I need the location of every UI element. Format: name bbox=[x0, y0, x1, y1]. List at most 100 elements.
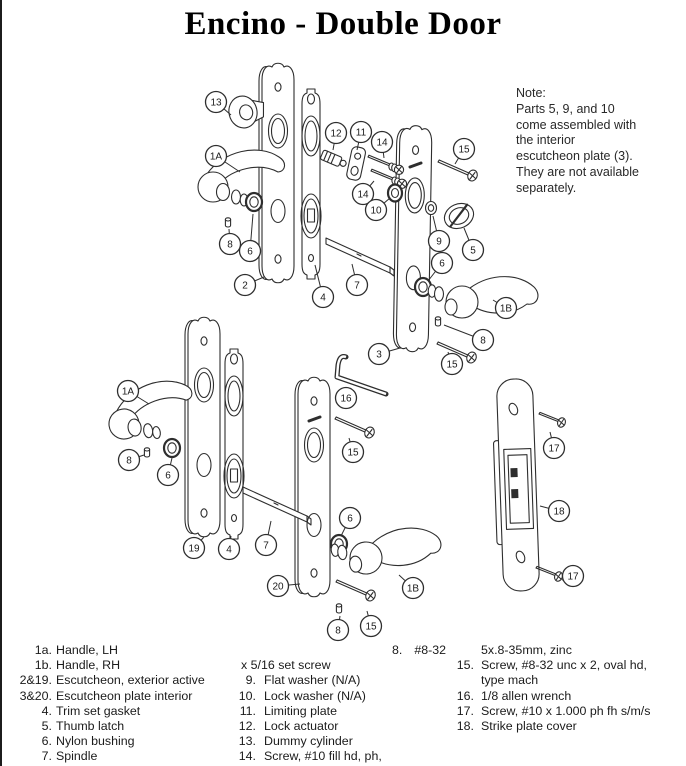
svg-text:1B: 1B bbox=[500, 304, 513, 315]
svg-text:6: 6 bbox=[347, 514, 353, 525]
lock-washer-10 bbox=[386, 183, 404, 203]
callout-6: 6 bbox=[156, 457, 180, 487]
handle-rh-1b-bottom bbox=[329, 524, 444, 578]
note-block: Note: Parts 5, 9, and 10 come assembled … bbox=[516, 86, 666, 197]
flat-washer-9 bbox=[424, 200, 438, 216]
callout-17: 17 bbox=[542, 431, 566, 460]
svg-text:15: 15 bbox=[446, 360, 458, 371]
svg-text:8: 8 bbox=[335, 626, 341, 637]
parts-list-item: 12.Lock actuator bbox=[238, 718, 339, 733]
callout-3: 3 bbox=[367, 342, 401, 366]
callout-7: 7 bbox=[345, 263, 369, 297]
callout-4: 4 bbox=[311, 264, 335, 309]
svg-text:17: 17 bbox=[567, 572, 579, 583]
svg-text:8: 8 bbox=[126, 456, 132, 467]
callout-6: 6 bbox=[238, 213, 262, 263]
callout-17: 17 bbox=[561, 564, 585, 588]
callout-1B: 1B bbox=[398, 574, 425, 600]
spindle-7-top bbox=[325, 237, 395, 277]
note-line: They are not available bbox=[516, 164, 639, 179]
callout-15: 15 bbox=[440, 351, 464, 376]
callout-8: 8 bbox=[218, 228, 242, 256]
svg-text:15: 15 bbox=[365, 622, 377, 633]
svg-text:7: 7 bbox=[354, 281, 360, 292]
svg-text:14: 14 bbox=[357, 190, 369, 201]
callout-5: 5 bbox=[461, 227, 485, 262]
nylon-bushing-6-top-left bbox=[244, 191, 264, 213]
svg-text:1A: 1A bbox=[210, 152, 223, 163]
callout-6: 6 bbox=[338, 506, 362, 537]
callout-19: 19 bbox=[182, 536, 206, 560]
callout-12: 12 bbox=[324, 121, 348, 151]
callout-15: 15 bbox=[452, 137, 476, 165]
callout-8: 8 bbox=[117, 448, 145, 472]
note-line: separately. bbox=[516, 180, 577, 195]
note-line: escutcheon plate (3). bbox=[516, 149, 633, 164]
set-screw-8-bottom-left bbox=[143, 447, 151, 458]
parts-list-item: 14.Screw, #10 fill hd, ph, bbox=[238, 749, 382, 764]
parts-list-item: 18.Strike plate cover bbox=[456, 718, 577, 733]
screw-15-bottom-b bbox=[335, 579, 378, 604]
svg-text:14: 14 bbox=[376, 138, 388, 149]
svg-text:4: 4 bbox=[226, 545, 232, 556]
svg-text:5: 5 bbox=[470, 246, 476, 257]
parts-list-item: 1a.Handle, LH bbox=[34, 643, 118, 657]
note-line: come assembled with bbox=[516, 117, 637, 132]
note-line: Parts 5, 9, and 10 bbox=[516, 101, 615, 116]
dummy-cylinder-13 bbox=[228, 95, 265, 129]
svg-text:18: 18 bbox=[553, 507, 565, 518]
parts-list-item: 5x.8-35mm, zinc bbox=[481, 643, 572, 657]
parts-list-col3: 8.#8-32 bbox=[392, 643, 447, 657]
callout-2: 2 bbox=[233, 273, 265, 297]
svg-text:12: 12 bbox=[330, 129, 342, 140]
callout-14: 14 bbox=[351, 180, 375, 206]
lock-actuator-12 bbox=[320, 149, 347, 167]
svg-text:10: 10 bbox=[370, 206, 382, 217]
callout-18: 18 bbox=[539, 499, 571, 523]
svg-text:20: 20 bbox=[272, 582, 284, 593]
svg-text:6: 6 bbox=[165, 471, 171, 482]
parts-list-item: 17.Screw, #10 x 1.000 ph fh s/m/s bbox=[456, 703, 651, 718]
svg-text:6: 6 bbox=[439, 259, 445, 270]
interior-escutcheon-plate-20 bbox=[294, 376, 331, 598]
trim-set-gasket-4-top bbox=[300, 88, 322, 280]
callout-7: 7 bbox=[254, 520, 278, 557]
svg-text:9: 9 bbox=[436, 237, 442, 248]
page-edge-line bbox=[0, 0, 2, 766]
exterior-escutcheon-plate-2 bbox=[258, 62, 295, 284]
svg-text:7: 7 bbox=[263, 541, 269, 552]
parts-list-col2: x 5/16 set screw 9.Flat washer (N/A) 10.… bbox=[222, 643, 382, 765]
svg-text:4: 4 bbox=[320, 293, 326, 304]
callout-13: 13 bbox=[204, 90, 232, 116]
svg-text:16: 16 bbox=[340, 394, 352, 405]
callout-6: 6 bbox=[427, 251, 454, 282]
callout-9: 9 bbox=[427, 215, 451, 253]
svg-text:2: 2 bbox=[242, 281, 248, 292]
handle-rh-1b-top bbox=[427, 276, 539, 319]
svg-text:8: 8 bbox=[480, 336, 486, 347]
svg-text:11: 11 bbox=[356, 128, 367, 139]
svg-text:1B: 1B bbox=[407, 584, 420, 595]
callout-14: 14 bbox=[370, 130, 394, 159]
note-line: the interior bbox=[516, 133, 576, 148]
callout-4: 4 bbox=[217, 535, 241, 561]
set-screw-8-bottom-right bbox=[335, 603, 343, 614]
parts-list-item: 16.1/8 allen wrench bbox=[456, 688, 572, 703]
callout-11: 11 bbox=[349, 120, 373, 151]
parts-list-item: 1b.Handle, RH bbox=[34, 658, 121, 673]
limiting-plate-11 bbox=[346, 146, 367, 181]
callout-1A: 1A bbox=[116, 379, 150, 405]
parts-list-item: 11.Limiting plate bbox=[239, 703, 338, 718]
parts-list-item: 7.Spindle bbox=[41, 749, 98, 764]
svg-text:15: 15 bbox=[458, 145, 470, 156]
thumb-latch-5 bbox=[443, 202, 475, 230]
callout-1A: 1A bbox=[204, 144, 241, 173]
screw-15-bottom-a bbox=[334, 416, 377, 441]
callout-15: 15 bbox=[359, 610, 383, 638]
svg-text:19: 19 bbox=[188, 544, 200, 555]
page-title: Encino - Double Door bbox=[184, 6, 502, 42]
parts-list-item: x 5/16 set screw bbox=[241, 658, 331, 673]
parts-list-item bbox=[222, 643, 382, 658]
